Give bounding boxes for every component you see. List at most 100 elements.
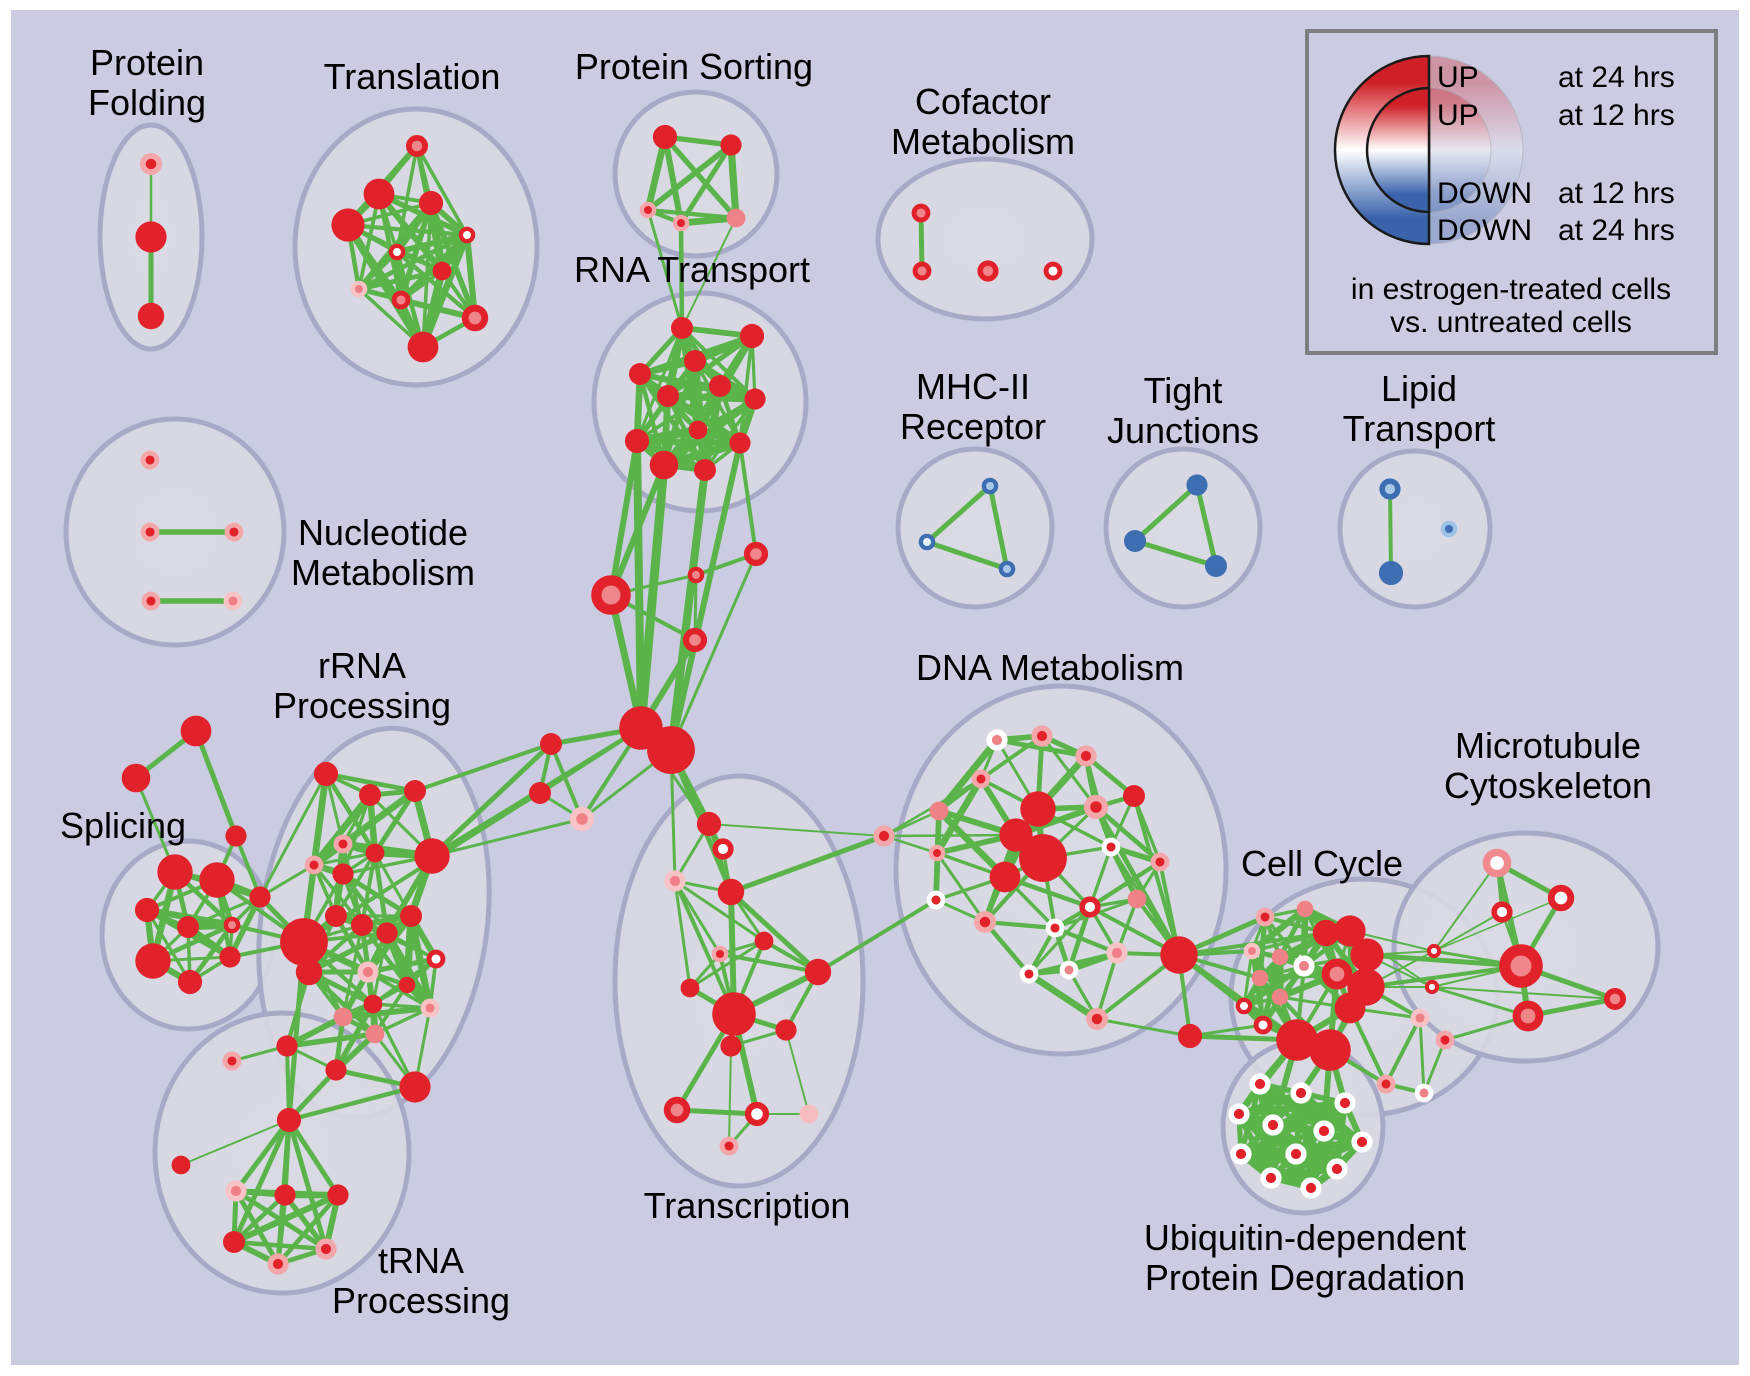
gene-node-d17 xyxy=(1079,896,1101,918)
edge-c17-mt2 xyxy=(1433,911,1503,952)
edge-ch2-hub1 xyxy=(669,553,758,751)
gene-node-c3 xyxy=(1271,948,1289,966)
gene-node-d12 xyxy=(1150,852,1170,872)
gene-node-mh1 xyxy=(918,533,936,551)
edge-lp0-lp1 xyxy=(1388,488,1393,574)
gene-node-d20 xyxy=(1019,964,1039,984)
edge-d24-d6 xyxy=(1132,795,1181,956)
gene-node-rt6 xyxy=(657,385,679,407)
gene-node-t5 xyxy=(388,243,406,261)
gene-node-s2 xyxy=(134,897,160,923)
gene-node-d24 xyxy=(1160,936,1198,974)
edge-n0-n6 xyxy=(286,1119,329,1250)
edge-ps2-rt0 xyxy=(646,209,684,329)
edge-ps0-ps2 xyxy=(644,136,669,211)
gene-node-cf2 xyxy=(977,260,999,282)
edge-n2-n7 xyxy=(233,1189,281,1266)
edge-d25-c8 xyxy=(1189,1023,1264,1038)
gene-node-ch1 xyxy=(687,566,705,584)
gene-node-c9 xyxy=(1312,919,1340,947)
cluster-label-cell-cycle-line0: Cell Cycle xyxy=(1241,843,1403,884)
edge-r14-r15 xyxy=(367,956,437,975)
edge-rt0-rt8 xyxy=(635,327,684,442)
gene-node-c8 xyxy=(1253,1015,1273,1035)
legend-direction-0: UP xyxy=(1437,61,1479,94)
gene-node-tj2 xyxy=(1205,555,1227,577)
gene-node-c16 xyxy=(1309,1029,1351,1071)
gene-node-d25 xyxy=(1177,1023,1203,1049)
edge-r20-r23 xyxy=(333,1002,376,1072)
gene-node-c21 xyxy=(1376,1074,1396,1094)
gene-node-tj0 xyxy=(1186,474,1208,496)
edge-c19-c21 xyxy=(1384,1017,1422,1085)
gene-node-r18 xyxy=(333,1007,353,1027)
edge-n4-n5 xyxy=(232,1192,340,1245)
gene-node-u6 xyxy=(1351,1131,1373,1153)
gene-node-x6 xyxy=(804,958,832,986)
gene-node-r19 xyxy=(420,998,440,1018)
edge-m0-x0 xyxy=(708,823,885,837)
gene-node-n5 xyxy=(223,1231,245,1253)
edge-u9-u10 xyxy=(1270,1166,1338,1181)
edge-ps1-ps3 xyxy=(678,143,734,225)
gene-node-c4 xyxy=(1293,955,1315,977)
gene-node-lc1 xyxy=(529,782,551,804)
gene-node-x14 xyxy=(719,1136,739,1156)
cluster-label-nucleotide-metabolism-line0: Nucleotide xyxy=(298,512,468,553)
gene-node-c20 xyxy=(1435,1030,1455,1050)
gene-node-lp0 xyxy=(1379,478,1401,500)
edge-d1-d3 xyxy=(979,734,1044,781)
gene-node-ps3 xyxy=(672,214,690,232)
edge-lc0-lc2 xyxy=(549,743,584,820)
gene-node-x9 xyxy=(775,1019,797,1041)
edge-r7-lc0 xyxy=(430,742,553,858)
edge-t6-t7 xyxy=(358,268,443,292)
edge-t3-t4 xyxy=(347,222,468,238)
gene-node-mh0 xyxy=(981,477,999,495)
gene-node-x3 xyxy=(717,878,745,906)
node-layer xyxy=(121,124,1626,1275)
edge-r2-r3 xyxy=(341,788,417,847)
edge-x2-x4 xyxy=(674,879,765,943)
cluster-label-mhc-ii-receptor-line0: MHC-II xyxy=(916,366,1030,407)
gene-node-t7 xyxy=(350,280,368,298)
gene-node-c1 xyxy=(1296,900,1314,918)
gene-node-x8 xyxy=(712,992,756,1036)
gene-node-nm2 xyxy=(224,522,244,542)
gene-node-t3 xyxy=(331,208,365,242)
edge-d17-d20 xyxy=(1027,905,1092,976)
gene-node-r22 xyxy=(222,1051,242,1071)
gene-node-rt1 xyxy=(739,323,765,349)
legend-ring-inner-left xyxy=(1365,86,1431,214)
gene-node-ps2 xyxy=(639,201,657,219)
gene-node-u2 xyxy=(1334,1092,1356,1114)
gene-node-d0 xyxy=(986,729,1008,751)
edge-mh0-mh2 xyxy=(987,485,1010,570)
gene-node-pf0 xyxy=(140,153,163,176)
gene-node-mt5 xyxy=(1603,987,1626,1010)
cluster-label-ubiquitin-degradation-line0: Ubiquitin-dependent xyxy=(1144,1217,1466,1258)
gene-node-x12 xyxy=(744,1101,770,1127)
edge-ps0-ps4 xyxy=(663,135,738,220)
gene-node-rt11 xyxy=(694,459,716,481)
gene-node-c7 xyxy=(1235,997,1253,1015)
gene-node-mh2 xyxy=(998,560,1016,578)
gene-node-r16 xyxy=(398,976,416,994)
cluster-label-transcription-line0: Transcription xyxy=(644,1185,851,1226)
gene-node-r0 xyxy=(313,761,339,787)
gene-node-d21 xyxy=(1059,960,1079,980)
gene-node-d13 xyxy=(989,861,1021,893)
edge-t0-t4 xyxy=(415,145,469,236)
gene-node-x13 xyxy=(799,1104,819,1124)
cluster-ellipse-trna-processing xyxy=(152,1010,412,1296)
edge-mh0-mh1 xyxy=(925,484,992,544)
gene-node-ps0 xyxy=(652,124,678,150)
gene-node-d10 xyxy=(928,844,946,862)
edge-c4-c7 xyxy=(1242,963,1306,1009)
gene-node-cf0 xyxy=(911,203,931,223)
gene-node-x1 xyxy=(712,838,734,860)
gene-node-t0 xyxy=(405,135,428,158)
gene-node-d7 xyxy=(1020,791,1056,827)
cluster-ellipse-tight-junctions xyxy=(1103,446,1263,610)
